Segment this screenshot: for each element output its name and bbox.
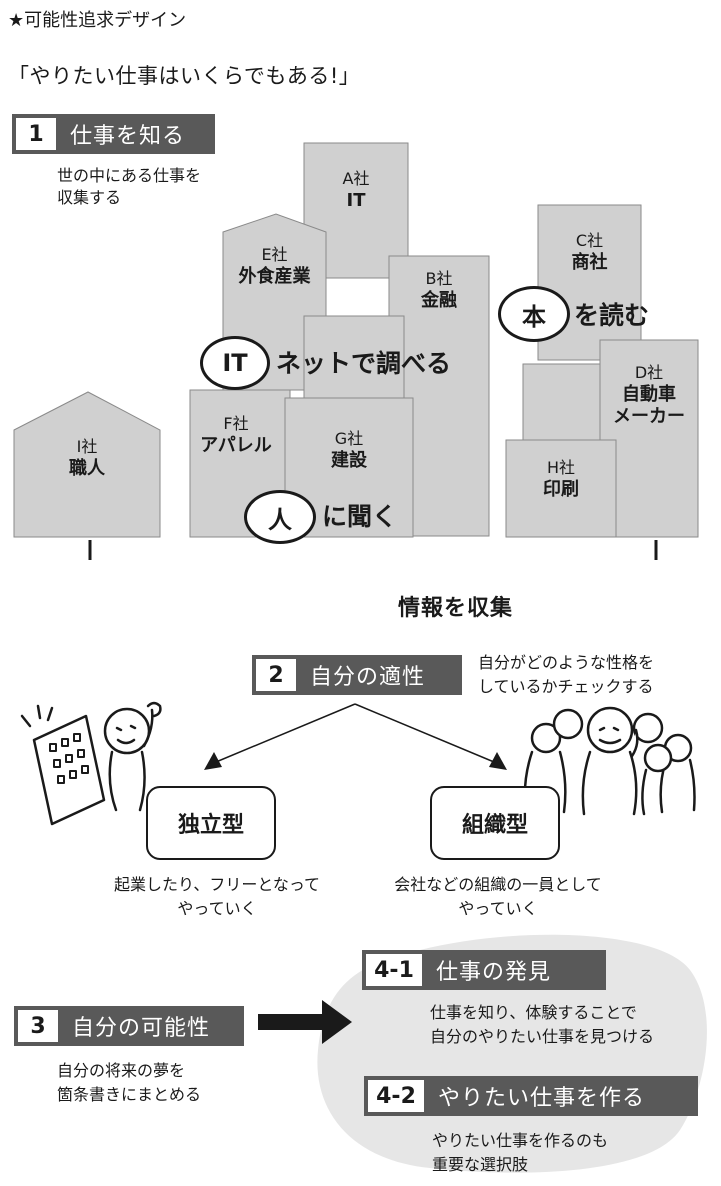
step3-desc-line2: 箇条書きにまとめる <box>57 1085 202 1104</box>
it-circle: IT <box>200 336 270 390</box>
step1-label: 仕事を知る <box>70 124 186 149</box>
company-f-industry: アパレル <box>200 435 272 456</box>
step42-badge: 4-2 やりたい仕事を作る <box>364 1076 698 1116</box>
step42-number: 4-2 <box>368 1080 424 1112</box>
building-back <box>522 363 604 445</box>
step1-badge: 1 仕事を知る <box>12 114 215 154</box>
step41-number: 4-1 <box>366 954 422 986</box>
step3-number: 3 <box>18 1010 58 1042</box>
company-e: E社 外食産業 <box>223 244 326 288</box>
organization-type-box: 組織型 <box>430 786 560 860</box>
aptitude-branches <box>20 701 696 826</box>
company-c-industry: 商社 <box>571 252 608 273</box>
step2-label: 自分の適性 <box>310 665 426 690</box>
step41-label: 仕事の発見 <box>436 960 552 985</box>
step3-arrow-shaft <box>258 1014 324 1030</box>
company-a-industry: IT <box>346 190 366 211</box>
company-e-industry: 外食産業 <box>238 266 311 287</box>
step3-desc-line1: 自分の将来の夢を <box>57 1061 186 1080</box>
step42-desc-line2: 重要な選択肢 <box>432 1155 529 1174</box>
person-method-text: に聞く <box>322 502 398 531</box>
company-e-name: E社 <box>261 245 288 264</box>
person-circle: 人 <box>244 490 316 544</box>
step3-badge: 3 自分の可能性 <box>14 1006 244 1046</box>
company-d-name: D社 <box>634 363 664 382</box>
step2-desc-line2: しているかチェックする <box>478 677 654 696</box>
company-b-industry: 金融 <box>421 290 457 311</box>
organization-desc-line2: やっていく <box>458 899 538 918</box>
company-c: C社 商社 <box>538 230 641 274</box>
header-label: ★可能性追求デザイン <box>8 10 187 31</box>
independent-illustration <box>20 701 162 826</box>
company-h-name: H社 <box>546 458 576 477</box>
step41-badge: 4-1 仕事の発見 <box>362 950 606 990</box>
company-g: G社 建設 <box>285 428 413 472</box>
company-f-name: F社 <box>223 414 249 433</box>
company-f: F社 アパレル <box>186 413 286 457</box>
company-c-name: C社 <box>575 231 604 250</box>
company-g-industry: 建設 <box>331 450 367 471</box>
company-d-industry2: メーカー <box>613 406 685 427</box>
step1-desc-line1: 世の中にある仕事を <box>57 166 202 185</box>
it-method-text: ネットで調べる <box>276 349 452 378</box>
page-title: 「やりたい仕事はいくらでもある!」 <box>8 64 361 88</box>
step3-label: 自分の可能性 <box>72 1016 211 1041</box>
company-i: I社 職人 <box>14 436 160 480</box>
step2-number: 2 <box>256 659 296 691</box>
company-i-name: I社 <box>76 437 98 456</box>
step41-desc-line2: 自分のやりたい仕事を見つける <box>430 1027 655 1046</box>
step41-desc-line1: 仕事を知り、体験することで <box>430 1003 637 1022</box>
step2-badge: 2 自分の適性 <box>252 655 462 695</box>
step3-arrow-head <box>322 1000 352 1044</box>
book-circle: 本 <box>498 286 570 342</box>
independent-desc-line2: やっていく <box>177 899 257 918</box>
organization-desc-line1: 会社などの組織の一員として <box>394 875 602 894</box>
company-d: D社 自動車 メーカー <box>600 362 698 428</box>
company-buildings <box>13 142 699 560</box>
step1-desc-line2: 収集する <box>57 188 122 207</box>
company-a: A社 IT <box>304 168 408 212</box>
independent-desc-line1: 起業したり、フリーとなって <box>113 875 321 894</box>
company-g-name: G社 <box>334 429 364 448</box>
company-b-name: B社 <box>425 269 453 288</box>
building-h <box>505 439 617 538</box>
step42-label: やりたい仕事を作る <box>438 1086 646 1111</box>
building-mid <box>303 315 405 407</box>
company-b: B社 金融 <box>389 268 489 312</box>
building-i <box>13 391 161 538</box>
company-h-industry: 印刷 <box>543 479 579 500</box>
company-a-name: A社 <box>342 169 370 188</box>
step1-number: 1 <box>16 118 56 150</box>
collect-label: 情報を収集 <box>398 596 514 621</box>
company-h: H社 印刷 <box>506 457 616 501</box>
step2-desc-line1: 自分がどのような性格を <box>478 653 655 672</box>
step42-desc-line1: やりたい仕事を作るのも <box>432 1131 609 1150</box>
collect-bracket <box>88 540 658 560</box>
arrowhead-right <box>489 752 507 770</box>
arrowhead-left <box>204 752 222 770</box>
company-i-industry: 職人 <box>69 458 105 479</box>
book-method-text: を読む <box>574 301 650 330</box>
organization-illustration <box>523 706 696 816</box>
independent-type-box: 独立型 <box>146 786 276 860</box>
company-d-industry: 自動車 <box>622 384 676 405</box>
